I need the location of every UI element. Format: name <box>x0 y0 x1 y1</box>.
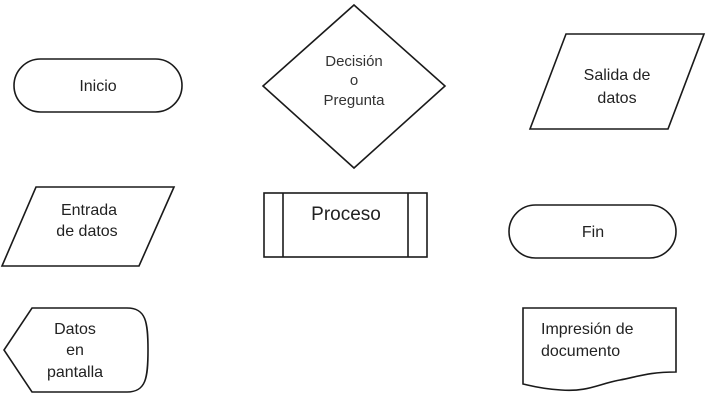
document-shape-group: Impresión de documento <box>522 307 677 392</box>
decision-diamond: Decisión o Pregunta <box>261 3 447 170</box>
display-data-shape <box>3 307 149 393</box>
display-data-shape-group: Datos en pantalla <box>3 307 149 393</box>
start-terminator-shape <box>13 58 183 113</box>
output-data-label-line-1: Salida de <box>584 67 651 84</box>
document-label-line-1: Impresión de <box>541 321 634 338</box>
output-data-label-line-2: datos <box>597 90 636 107</box>
display-data-label-line-2: en <box>66 342 84 359</box>
input-data-label-line-2: de datos <box>56 223 117 240</box>
process-box-shape <box>263 192 428 258</box>
start-terminator-label: Inicio <box>79 78 116 95</box>
decision-diamond-label-line-3: Pregunta <box>324 92 386 109</box>
output-data-parallelogram-shape <box>528 33 706 130</box>
input-data-label-line-1: Entrada <box>61 202 117 219</box>
end-terminator-label: Fin <box>582 224 604 241</box>
document-label-line-2: documento <box>541 343 620 360</box>
input-data-parallelogram: Entrada de datos <box>0 186 176 267</box>
process-box-label: Proceso <box>311 204 381 225</box>
end-terminator: Fin <box>508 204 677 259</box>
decision-diamond-label-line-2: o <box>350 72 358 89</box>
process-box: Proceso <box>263 192 428 258</box>
end-terminator-shape <box>508 204 677 259</box>
decision-diamond-shape <box>261 3 447 170</box>
display-data-label-line-3: pantalla <box>47 364 103 381</box>
output-data-parallelogram: Salida de datos <box>528 33 706 130</box>
document-shape <box>522 307 677 392</box>
input-data-parallelogram-shape <box>0 186 176 267</box>
start-terminator: Inicio <box>13 58 183 113</box>
decision-diamond-label-line-1: Decisión <box>325 53 383 70</box>
display-data-label-line-1: Datos <box>54 321 96 338</box>
